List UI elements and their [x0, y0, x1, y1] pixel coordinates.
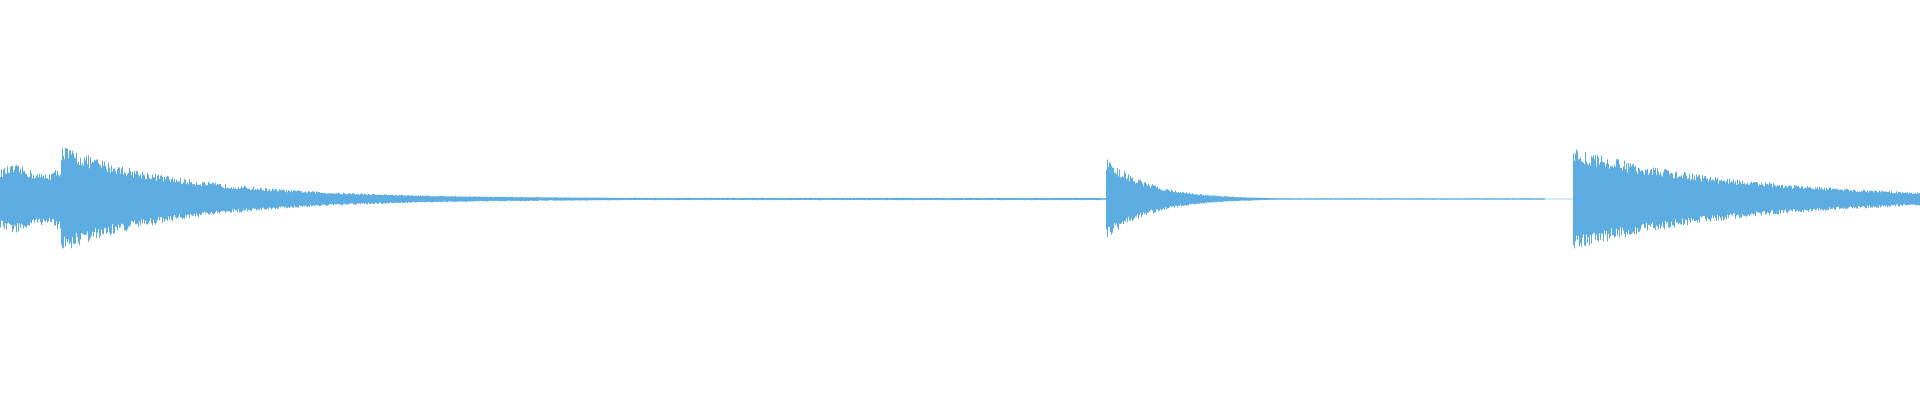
waveform-path [0, 147, 1920, 249]
